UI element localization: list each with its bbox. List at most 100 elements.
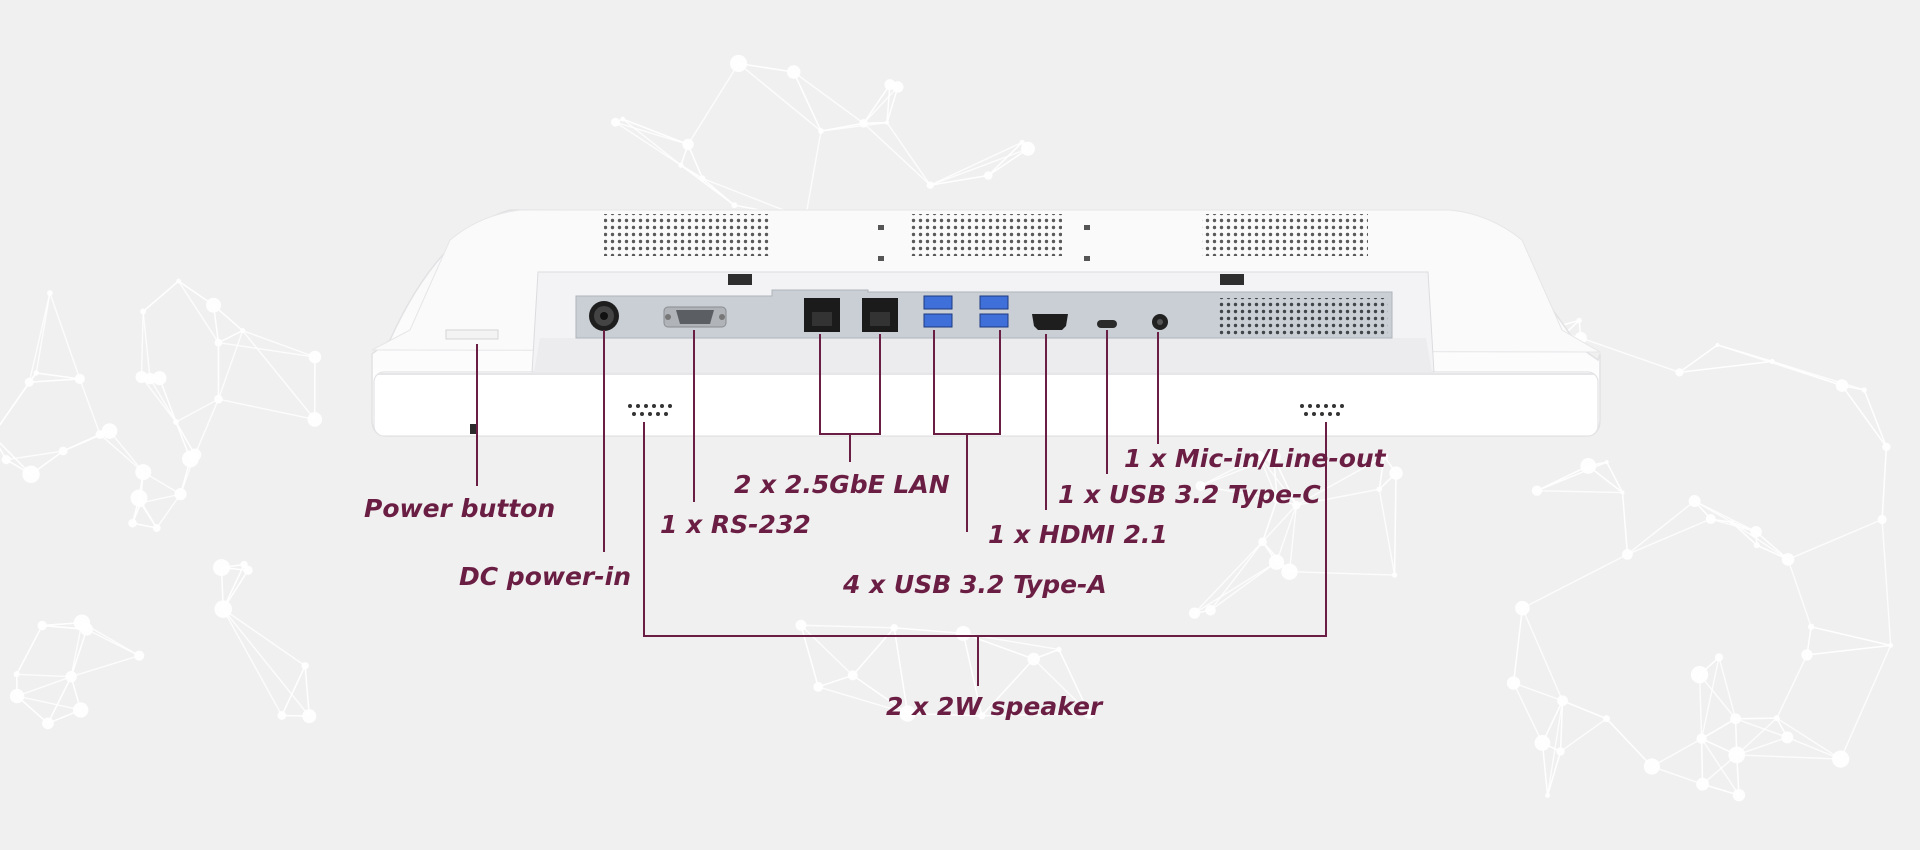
network-link: [1698, 674, 1703, 739]
network-link: [281, 665, 306, 716]
network-node: [1714, 653, 1724, 662]
network-node: [240, 328, 246, 334]
network-node: [1603, 715, 1611, 723]
network-node: [188, 448, 202, 462]
network-link: [1863, 389, 1888, 448]
network-link: [0, 381, 30, 426]
network-node: [859, 118, 868, 128]
network-node: [1801, 649, 1813, 661]
network-link: [930, 148, 1029, 186]
network-node: [206, 297, 222, 313]
network-link: [886, 86, 899, 123]
network-link: [893, 627, 909, 714]
network-link: [158, 377, 177, 423]
network-link: [1881, 446, 1888, 520]
network-link: [1776, 654, 1808, 719]
network-link: [1393, 473, 1397, 576]
network-link: [1736, 717, 1778, 756]
network-link: [1626, 500, 1696, 555]
network-node: [983, 171, 993, 180]
network-link: [1522, 553, 1628, 609]
network-link: [1621, 492, 1629, 555]
network-node: [1622, 548, 1633, 560]
speaker-grille-left: [628, 404, 672, 416]
network-link: [35, 292, 51, 374]
network-link: [1512, 608, 1524, 684]
network-link: [47, 676, 72, 724]
label-usb-c: 1 x USB 3.2 Type-C: [1058, 480, 1321, 509]
device-rear-view: [371, 209, 1602, 437]
network-node: [1688, 495, 1701, 508]
network-link: [863, 122, 931, 186]
network-node: [899, 705, 916, 722]
network-node: [47, 290, 53, 296]
network-link: [738, 62, 794, 73]
network-link: [1194, 541, 1264, 614]
network-link: [1841, 385, 1887, 448]
network-node: [955, 625, 971, 641]
network-background: [0, 54, 1894, 802]
network-link: [142, 311, 151, 379]
network-node: [1557, 695, 1568, 707]
network-link: [218, 398, 315, 421]
network-link: [818, 686, 908, 715]
network-link: [70, 655, 140, 678]
network-link: [177, 280, 220, 344]
network-node: [1604, 460, 1609, 465]
network-node: [1205, 604, 1216, 616]
network-node: [890, 624, 899, 632]
network-link: [1541, 742, 1549, 796]
network-node: [1877, 514, 1887, 525]
network-link: [79, 378, 101, 435]
network-link: [1580, 337, 1680, 374]
network-node: [1195, 480, 1206, 491]
network-node: [1773, 715, 1780, 722]
network-link: [987, 141, 1023, 176]
network-link: [142, 280, 180, 313]
network-node: [1690, 665, 1709, 684]
network-link: [1200, 485, 1278, 500]
label-lan: 2 x 2.5GbE LAN: [734, 470, 950, 499]
network-link: [1258, 455, 1278, 500]
network-node: [1696, 733, 1707, 744]
network-node: [1728, 746, 1746, 764]
network-node: [144, 372, 156, 385]
network-link: [1209, 541, 1264, 611]
network-node: [1882, 442, 1891, 452]
network-node: [1715, 342, 1720, 347]
network-link: [16, 625, 43, 675]
network-node: [302, 709, 317, 724]
label-speaker: 2 x 2W speaker: [886, 692, 1103, 721]
network-node: [1506, 676, 1521, 690]
network-link: [1679, 344, 1718, 373]
network-link: [70, 622, 83, 677]
network-link: [1627, 518, 1712, 556]
network-link: [1272, 456, 1297, 506]
network-node: [731, 202, 738, 209]
network-node: [72, 702, 89, 718]
network-link: [1261, 498, 1278, 542]
network-node: [699, 175, 706, 182]
network-link: [1288, 505, 1298, 572]
network-link: [615, 121, 682, 166]
network-node: [1084, 708, 1095, 719]
network-node: [1730, 713, 1741, 725]
network-link: [852, 674, 909, 715]
device-base: [373, 371, 1599, 437]
network-link: [16, 695, 81, 711]
network-node: [74, 373, 85, 384]
network-link: [1210, 561, 1277, 611]
network-link: [1513, 682, 1563, 702]
network-node: [1729, 520, 1734, 525]
network-link: [1881, 519, 1892, 646]
network-link: [800, 624, 895, 629]
network-link: [149, 378, 177, 423]
network-link: [1700, 738, 1704, 785]
network-node: [978, 712, 986, 720]
network-link: [1736, 754, 1841, 760]
network-link: [1651, 738, 1702, 768]
network-node: [37, 620, 47, 631]
network-link: [687, 144, 704, 179]
network-node: [140, 308, 147, 315]
network-link: [886, 84, 891, 123]
